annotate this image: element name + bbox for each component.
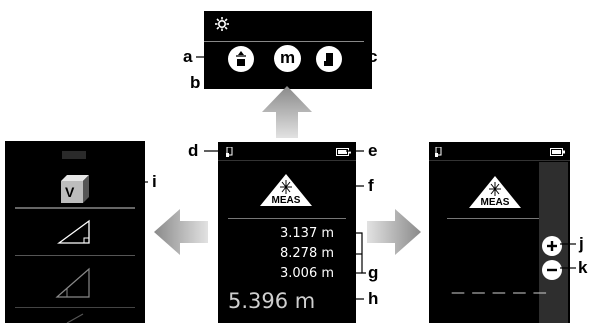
status-divider [218,160,356,161]
reading-1: 3.137 m [280,226,335,241]
plus-icon [547,241,557,251]
callout-g: g [368,263,379,282]
volume-menu-item[interactable]: V [59,173,91,203]
meas-triangle-icon [469,176,521,208]
laser-on-icon [435,147,442,157]
callout-b: b [190,73,201,92]
indirect-height-icon[interactable] [53,265,97,301]
callout-h: h [368,289,379,308]
menu-divider-lower [15,307,135,308]
main-reading: 5.396 m [228,289,316,313]
meas-triangle-icon [260,174,312,206]
mode-m-label: m [279,48,296,67]
volume-v-icon [61,175,89,203]
callout-c: c [368,47,378,66]
callout-k: k [578,258,588,277]
reading-3: 3.006 m [280,266,335,281]
callout-a: a [183,47,193,66]
laser-on-icon [226,147,233,157]
rear-edge-button[interactable] [316,46,342,72]
reading-2: 8.278 m [280,246,335,261]
battery-icon [336,148,351,156]
plus-button[interactable] [542,236,562,256]
area-triangle-icon[interactable] [55,217,95,247]
arrow-left [154,209,208,255]
top-settings-panel: m [204,11,372,89]
meas-label: MEAS [480,197,510,208]
right-adjust-screen: MEAS — — — — — [429,142,570,323]
arrow-right [367,209,421,255]
status-divider [429,160,570,161]
selection-divider [15,207,135,209]
gear-icon[interactable] [214,16,230,32]
minus-icon [547,268,557,272]
reading-divider [228,218,346,219]
device-rear-icon [324,53,333,66]
meas-label: MEAS [271,195,301,206]
arrow-up [262,86,312,138]
menu-top-stub [62,151,86,159]
mode-m-button[interactable]: m [274,45,301,72]
battery-icon [550,148,565,156]
divider [204,41,364,42]
callout-i: i [152,172,157,191]
volume-v-label: V [65,184,75,200]
callout-d: d [188,141,199,160]
left-menu-screen: V [5,141,145,323]
callout-f: f [368,176,374,195]
reading-divider [447,218,539,219]
reference-edge-icon [236,51,246,66]
menu-next-partial-icon [66,313,84,323]
blank-reading-dashes: — — — — — [451,285,548,301]
reference-edge-button[interactable] [228,46,254,72]
menu-divider [15,255,135,256]
callout-j: j [579,234,584,253]
minus-button[interactable] [542,260,562,280]
callout-e: e [368,141,378,160]
center-measure-screen: MEAS 3.137 m 8.278 m 3.006 m 5.396 m [218,142,356,323]
